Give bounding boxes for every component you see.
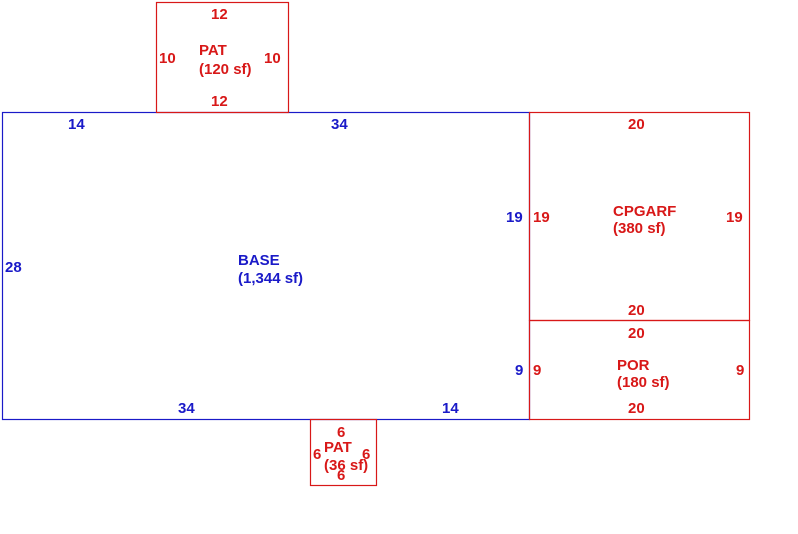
- pat-top-outline: [155, 1, 290, 114]
- pat-bottom-dim-bottom: 6: [337, 467, 345, 484]
- cpgarf-dim-right: 19: [726, 209, 743, 226]
- cpgarf-area: (380 sf): [613, 220, 666, 237]
- base-dim-top: 34: [331, 116, 348, 133]
- por-dim-left: 9: [533, 362, 541, 379]
- pat-top-dim-top: 12: [211, 6, 228, 23]
- pat-top-dim-right: 10: [264, 50, 281, 67]
- por-outline: [528, 319, 751, 421]
- por-area: (180 sf): [617, 374, 670, 391]
- por-name: POR: [617, 357, 650, 374]
- pat-bottom-name: PAT: [324, 439, 352, 456]
- cpgarf-dim-top: 20: [628, 116, 645, 133]
- base-dim-bottom: 34: [178, 400, 195, 417]
- base-area: (1,344 sf): [238, 270, 303, 287]
- pat-top-name: PAT: [199, 42, 227, 59]
- por-dim-right: 9: [736, 362, 744, 379]
- pat-bottom-outline: [309, 418, 378, 487]
- pat-top-area: (120 sf): [199, 61, 252, 78]
- pat-bottom-dim-left: 6: [313, 446, 321, 463]
- cpgarf-dim-bottom: 20: [628, 302, 645, 319]
- por-dim-bottom: 20: [628, 400, 645, 417]
- pat-top-dim-bottom: 12: [211, 93, 228, 110]
- base-dim-right-upper: 19: [506, 209, 523, 226]
- base-name: BASE: [238, 252, 280, 269]
- pat-bottom-dim-top: 6: [337, 424, 345, 441]
- base-dim-right-lower: 9: [515, 362, 523, 379]
- pat-top-dim-left: 10: [159, 50, 176, 67]
- base-dim-top-left: 14: [68, 116, 85, 133]
- cpgarf-dim-left: 19: [533, 209, 550, 226]
- pat-bottom-dim-right: 6: [362, 446, 370, 463]
- base-dim-bottom-right: 14: [442, 400, 459, 417]
- pat-bottom-area: (36 sf): [324, 457, 368, 474]
- base-dim-left: 28: [5, 259, 22, 276]
- por-dim-top: 20: [628, 325, 645, 342]
- cpgarf-name: CPGARF: [613, 203, 676, 220]
